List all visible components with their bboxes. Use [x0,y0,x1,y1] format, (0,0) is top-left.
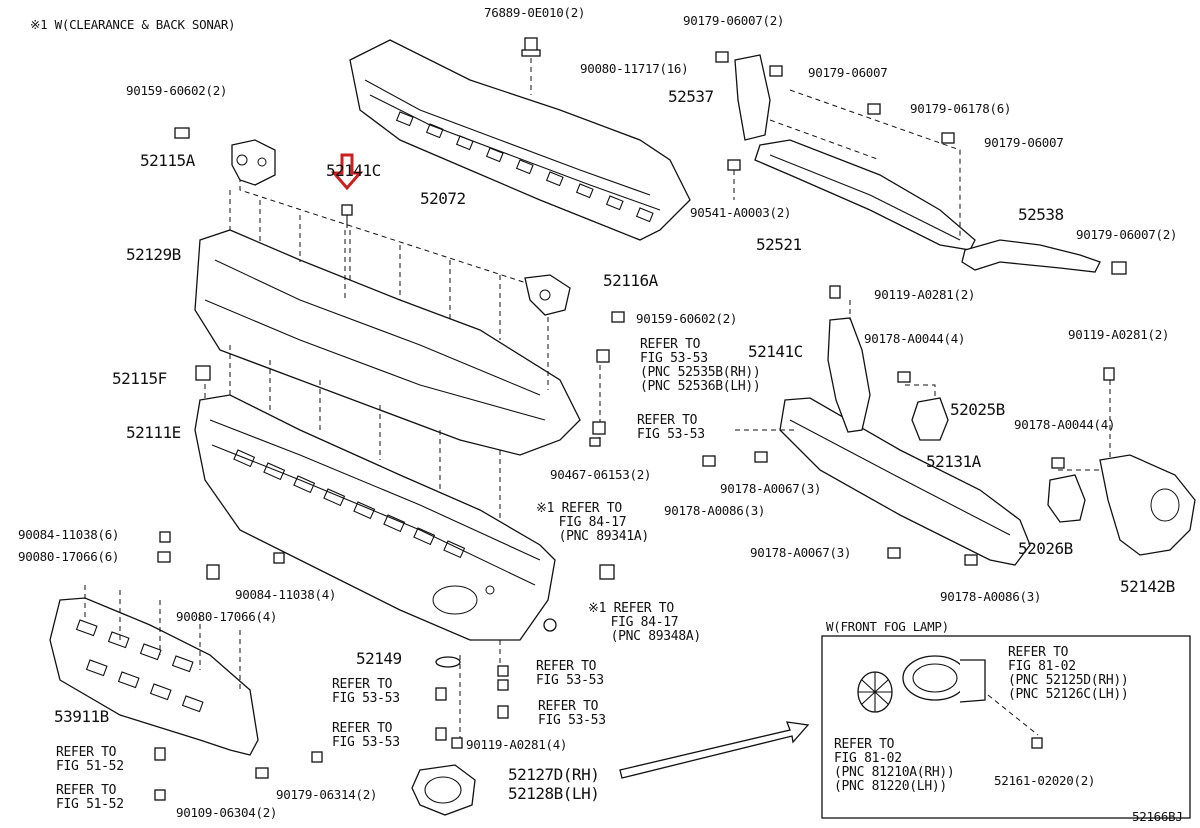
reinforcement-52521 [754,139,976,251]
label-90179-06007-c: 90179-06007 [984,135,1064,150]
label-90178-a0067-b: 90178-A0067(3) [750,545,852,560]
fog-box-title: W(FRONT FOG LAMP) [826,619,949,634]
label-52149: 52149 [356,649,402,668]
label-52161: 52161-02020(2) [994,773,1096,788]
label-52537: 52537 [668,87,714,106]
ref-fig-81-02-b: REFER TO FIG 81-02 (PNC 81210A(RH)) (PNC… [834,737,955,794]
fog-lamp-box [821,635,1191,819]
bracket-52026B [1047,474,1086,523]
label-52115A: 52115A [140,151,195,170]
label-90109: 90109-06304(2) [176,805,278,820]
label-90178-a0086-a: 90178-A0086(3) [664,503,766,518]
ref-fig-84-17-b: ※1 REFER TO FIG 84-17 (PNC 89348A) [588,601,701,644]
support-52538 [961,239,1101,273]
label-52127D: 52127D(RH) [508,765,600,784]
clip-52141C [341,204,353,228]
label-90119-c: 90119-A0281(4) [466,737,568,752]
label-52141C: 52141C [326,161,381,180]
lower-cover-53911B [49,597,259,756]
ref-fig-53-53-e: REFER TO FIG 53-53 [538,699,606,728]
label-52115F: 52115F [112,369,167,388]
label-76889: 76889-0E010(2) [484,5,586,20]
ref-fig-53-53-b: REFER TO FIG 53-53 [637,413,705,442]
label-90084-a: 90084-11038(6) [18,527,120,542]
ref-fig-51-52-b: REFER TO FIG 51-52 [56,783,124,812]
label-90179-06178: 90179-06178(6) [910,101,1012,116]
label-90179-06007-a: 90179-06007(2) [683,13,785,28]
label-90119-a: 90119-A0281(2) [874,287,976,302]
label-90084-b: 90084-11038(4) [235,587,337,602]
bracket-52142B [1099,454,1196,556]
label-90178-a0067-a: 90178-A0067(3) [720,481,822,496]
ref-fig-84-17-a: ※1 REFER TO FIG 84-17 (PNC 89341A) [536,501,649,544]
label-52538: 52538 [1018,205,1064,224]
label-90541: 90541-A0003(2) [690,205,792,220]
ref-fig-51-52-a: REFER TO FIG 51-52 [56,745,124,774]
label-52025B: 52025B [950,400,1005,419]
label-52129B: 52129B [126,245,181,264]
bracket-52116A [524,274,571,316]
label-90178-a0086-b: 90178-A0086(3) [940,589,1042,604]
support-52537 [734,54,771,141]
label-90159-60602-a: 90159-60602(2) [126,83,228,98]
label-53911B: 53911B [54,707,109,726]
label-52072: 52072 [420,189,466,208]
note-clearance-sonar: ※1 W(CLEARANCE & BACK SONAR) [30,17,236,32]
label-90178-a0044-b: 90178-A0044(4) [1014,417,1116,432]
bumper-absorber-52072 [349,39,691,241]
bolt-90159-a [174,127,190,139]
ref-fig-53-53-a: REFER TO FIG 53-53 (PNC 52535B(RH)) (PNC… [640,337,761,394]
label-52142B: 52142B [1120,577,1175,596]
label-90119-b: 90119-A0281(2) [1068,327,1170,342]
ref-fig-53-53-d: REFER TO FIG 53-53 [332,677,400,706]
ref-fig-81-02-a: REFER TO FIG 81-02 (PNC 52125D(RH)) (PNC… [1008,645,1129,702]
pointer-arrow [619,721,810,779]
label-90467: 90467-06153(2) [550,467,652,482]
label-90179-06007-d: 90179-06007(2) [1076,227,1178,242]
label-90159-60602-b: 90159-60602(2) [636,311,738,326]
label-52128B: 52128B(LH) [508,784,600,803]
ref-fig-53-53-f: REFER TO FIG 53-53 [332,721,400,750]
label-90080-17066-a: 90080-17066(6) [18,549,120,564]
label-52026B: 52026B [1018,539,1073,558]
label-52116A: 52116A [603,271,658,290]
ref-fig-53-53-c: REFER TO FIG 53-53 [536,659,604,688]
bumper-reinforcement-52131A [779,397,1031,566]
upper-cover-52129B [194,229,581,456]
bracket-52115F [195,365,211,381]
bracket-52115A [231,139,276,186]
bracket-52025B [911,397,949,441]
highlight-arrow [330,153,364,191]
label-52111E: 52111E [126,423,181,442]
label-52141C-right: 52141C [748,342,803,361]
bracket-52141C-right [827,317,871,433]
label-52131A: 52131A [926,452,981,471]
label-90080-17066-b: 90080-17066(4) [176,609,278,624]
label-90080-11717: 90080-11717(16) [580,61,689,76]
label-90179-06314: 90179-06314(2) [276,787,378,802]
clip-76889 [521,37,541,57]
label-52521: 52521 [756,235,802,254]
front-bumper-52111E [194,394,556,641]
fog-bezel-52127D [411,764,476,816]
label-90178-a0044-a: 90178-A0044(4) [864,331,966,346]
fog-lamp-bezel [902,655,986,703]
diagram-id: 52166BJ [1132,809,1183,824]
label-90179-06007-b: 90179-06007 [808,65,888,80]
fog-lamp-unit [857,671,893,713]
